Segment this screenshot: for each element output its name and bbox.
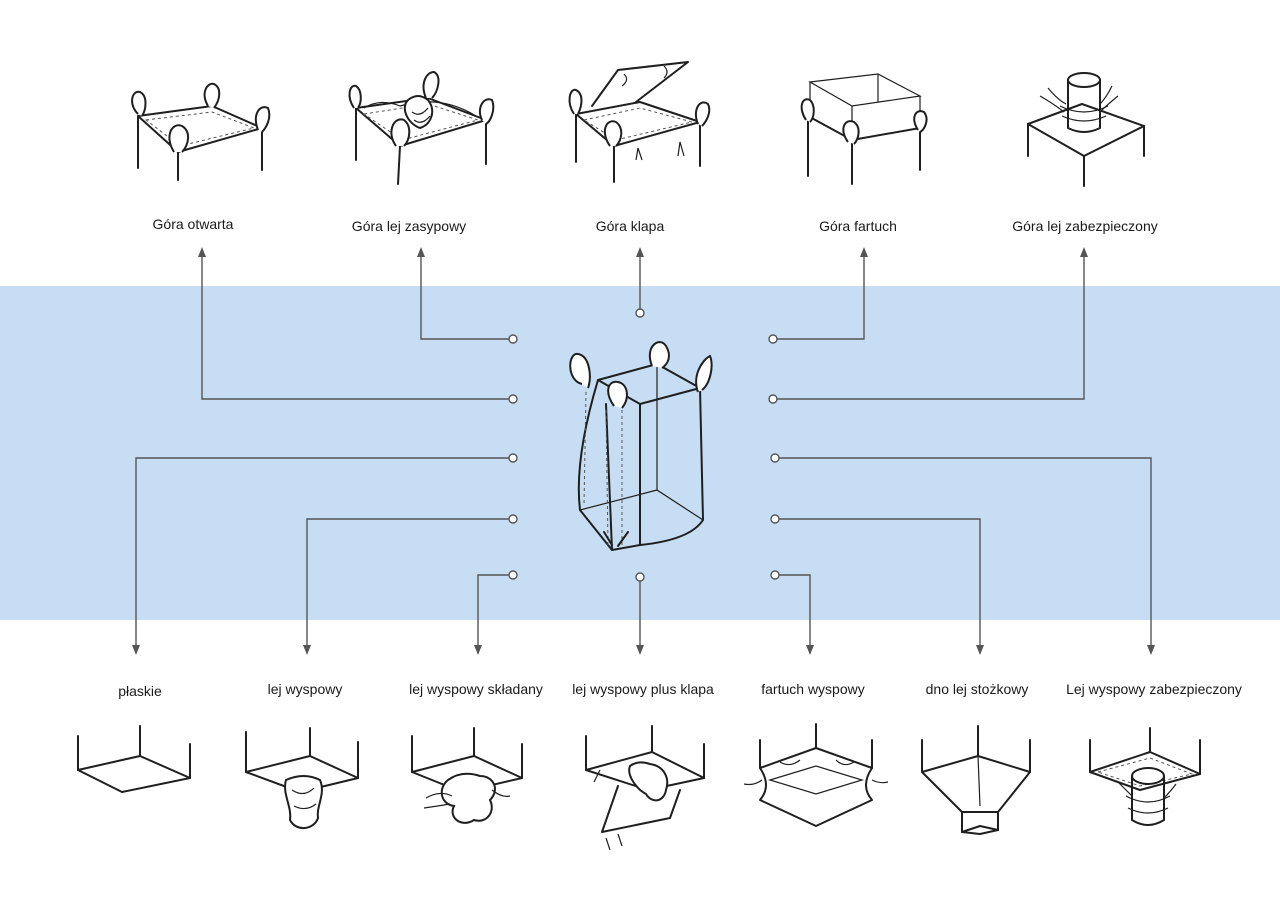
connector-node	[770, 514, 780, 524]
label-gora-klapa: Góra klapa	[595, 218, 665, 234]
top-lid-illustration	[568, 61, 711, 183]
connector-node	[768, 334, 778, 344]
label-lej-wyspowy-skladany: lej wyspowy składany	[409, 681, 543, 697]
label-lej-wyspowy-plus-klapa: lej wyspowy plus klapa	[572, 681, 714, 697]
label-gora-lej-zabezpieczony: Góra lej zabezpieczony	[1012, 218, 1158, 234]
label-plaskie: płaskie	[118, 683, 162, 699]
top-secured-spout-illustration	[1027, 72, 1145, 187]
label-fartuch-wyspowy: fartuch wyspowy	[761, 681, 865, 697]
connector-node	[635, 308, 645, 318]
label-dno-lej-stozkowy: dno lej stożkowy	[925, 681, 1029, 697]
bottom-conical-spout-illustration	[921, 725, 1031, 835]
connector-plaskie	[132, 457, 513, 655]
connectors	[132, 247, 1155, 655]
connector-gora-lej-zabezpieczony	[773, 247, 1088, 400]
label-gora-otwarta: Góra otwarta	[152, 216, 234, 232]
top-skirt-illustration	[800, 73, 928, 185]
connector-gora-fartuch	[773, 247, 868, 340]
bottom-folded-spout-illustration	[411, 727, 523, 824]
bottom-secured-spout-illustration	[1089, 727, 1201, 826]
connector-lej-wyspowy-zabezpieczony	[775, 457, 1155, 655]
label-lej-wyspowy: lej wyspowy	[267, 681, 343, 697]
bottom-skirt-spout-illustration	[743, 723, 889, 827]
label-lej-wyspowy-zabezpieczony: Lej wyspowy zabezpieczony	[1066, 681, 1242, 697]
connector-lej-wyspowy	[303, 518, 513, 655]
connector-node	[770, 570, 780, 580]
connector-node	[770, 453, 780, 463]
connector-node	[508, 514, 518, 524]
label-gora-fartuch: Góra fartuch	[819, 218, 897, 234]
top-filling-spout-illustration	[348, 70, 495, 185]
connector-gora-lej-zasypowy	[417, 247, 513, 340]
central-big-bag-illustration	[569, 341, 713, 551]
label-gora-lej-zasypowy: Góra lej zasypowy	[351, 218, 467, 234]
bottom-spout-with-flap-illustration	[585, 725, 705, 851]
connector-node	[635, 572, 645, 582]
top-open-illustration	[131, 82, 271, 181]
connector-node	[508, 453, 518, 463]
connector-node	[508, 394, 518, 404]
bottom-discharge-spout-illustration	[245, 727, 359, 829]
bottom-flat-illustration	[77, 725, 191, 793]
connector-node	[768, 394, 778, 404]
connector-dno-lej-stozkowy	[775, 518, 984, 655]
connector-node	[508, 334, 518, 344]
connector-fartuch-wyspowy	[775, 574, 814, 655]
connector-node	[508, 570, 518, 580]
connector-gora-otwarta	[198, 247, 513, 400]
connector-lej-wyspowy-skladany	[474, 574, 513, 655]
